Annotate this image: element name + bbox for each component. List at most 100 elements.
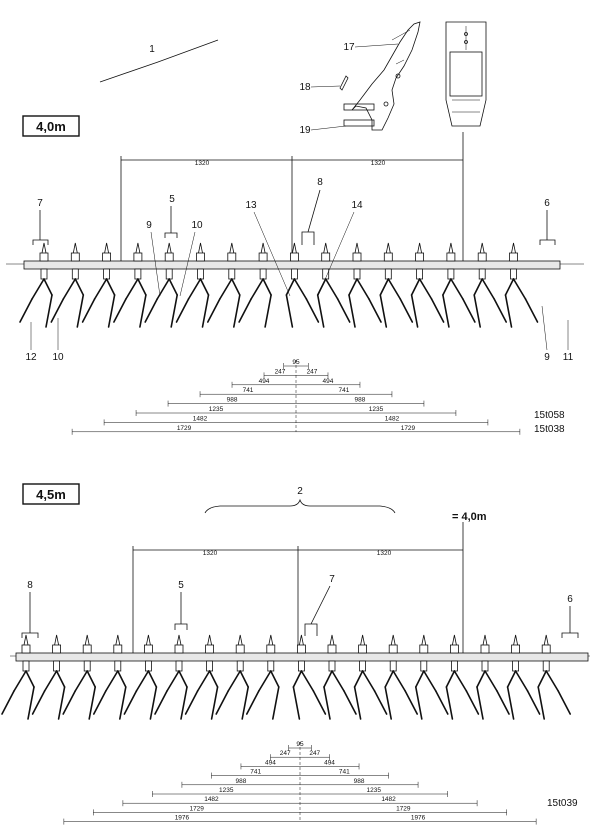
- tine-tip: [343, 690, 357, 715]
- dimension-label-right: 741: [339, 769, 350, 776]
- tine-coil: [228, 268, 236, 280]
- dimension-label-right: 1235: [367, 787, 382, 794]
- tine-holder: [323, 634, 357, 720]
- tine-coil: [22, 660, 30, 672]
- leader-13: [253, 211, 291, 297]
- dimension-label: 95: [292, 359, 300, 366]
- dimension-label: 95: [296, 741, 304, 748]
- tine-clamp: [509, 252, 518, 262]
- span-left-label-2: 1320: [203, 550, 218, 557]
- tine-holder: [175, 242, 210, 328]
- tine-coil: [478, 268, 486, 280]
- tine-holder: [316, 242, 351, 328]
- tine-holder: [246, 634, 280, 720]
- tine-holder: [184, 634, 219, 720]
- tine-clamp: [296, 644, 306, 654]
- dimension-label-left: 1482: [204, 796, 219, 803]
- section-label: 4,0m: [36, 119, 66, 134]
- tine-tip: [496, 690, 510, 715]
- callout-19: 19: [299, 125, 311, 136]
- tine-holder: [473, 242, 508, 328]
- tine-tip: [144, 298, 158, 323]
- tine-arm-2: [323, 670, 333, 688]
- tine-arm-2: [105, 278, 116, 296]
- leader-9-left: [150, 231, 161, 297]
- tine-tip-2: [201, 294, 210, 328]
- tine-arm: [300, 670, 315, 692]
- equals-label: = 4,0m: [452, 511, 487, 523]
- tine-spring-top: [543, 634, 549, 646]
- callout-5: 5: [169, 194, 175, 205]
- tine-tip: [215, 690, 229, 715]
- tine-arm: [43, 670, 58, 692]
- tine-arm-2: [137, 278, 147, 296]
- tine-holder: [215, 634, 249, 720]
- front-view-outline: [445, 21, 487, 127]
- dimension-label-right: 1976: [411, 815, 426, 822]
- tine-tip-2: [180, 686, 188, 720]
- tine-coil: [83, 660, 91, 672]
- tine-arm: [545, 670, 560, 692]
- tine-clamp: [327, 644, 337, 654]
- tine-clamp: [52, 644, 61, 654]
- tine-tip-2: [442, 294, 450, 328]
- dimension-label-right: 741: [339, 387, 350, 394]
- tine-tip: [93, 690, 107, 715]
- tine-tip-2: [27, 686, 35, 720]
- tine-tip: [81, 298, 96, 323]
- tine-arm-2: [379, 278, 390, 296]
- clamp-plate: [343, 103, 375, 111]
- tine-spring-top: [260, 242, 266, 254]
- callout-7-bracket: [32, 210, 49, 245]
- tine-coil: [236, 660, 244, 672]
- tine-coil: [114, 660, 122, 672]
- front-hole-2: [464, 40, 468, 44]
- tine-clamp: [164, 252, 174, 262]
- tine-tip-2: [537, 686, 546, 720]
- callout-17: 17: [343, 42, 355, 53]
- tine-arm-2: [25, 670, 35, 688]
- tine-tip: [368, 298, 382, 323]
- tine-tip: [430, 298, 445, 323]
- callout-5-bracket: [164, 206, 178, 238]
- tine-tip: [462, 298, 476, 323]
- tine-tip: [305, 298, 320, 323]
- tine-arm: [125, 278, 139, 300]
- tine-holder: [144, 242, 178, 328]
- toolbar-beam-2: [15, 652, 589, 662]
- toolbar-beam: [23, 260, 561, 270]
- tine-holder: [410, 242, 445, 328]
- tine-holder: [154, 634, 188, 720]
- tine-arm-2: [348, 278, 358, 296]
- dimension-label-right: 1729: [401, 425, 416, 432]
- tine-arm-2: [239, 670, 249, 688]
- dimension-label-left: 1482: [193, 415, 208, 422]
- tine-spring-top: [115, 634, 121, 646]
- tine-tip-2: [76, 294, 85, 328]
- tine-holder: [31, 634, 66, 720]
- tine-spring-top: [72, 242, 78, 254]
- tine-tip: [493, 298, 508, 323]
- tine-tip: [50, 298, 65, 323]
- tine-spring-top: [482, 634, 488, 646]
- tine-holder: [207, 242, 241, 328]
- tine-arm: [166, 670, 180, 692]
- leader-19: [310, 125, 347, 131]
- tine-holder: [285, 242, 320, 328]
- tine-arm: [512, 278, 527, 300]
- tine-arm-2: [537, 670, 548, 688]
- tine-arm: [422, 670, 437, 692]
- dimension-label-left: 494: [259, 378, 270, 385]
- tine-clamp: [113, 644, 123, 654]
- tine-clamp: [352, 252, 362, 262]
- tine-clamp: [70, 252, 80, 262]
- tine-tip-2: [384, 686, 393, 720]
- clamp-plate-lower: [343, 119, 375, 127]
- tine-arm: [13, 670, 27, 692]
